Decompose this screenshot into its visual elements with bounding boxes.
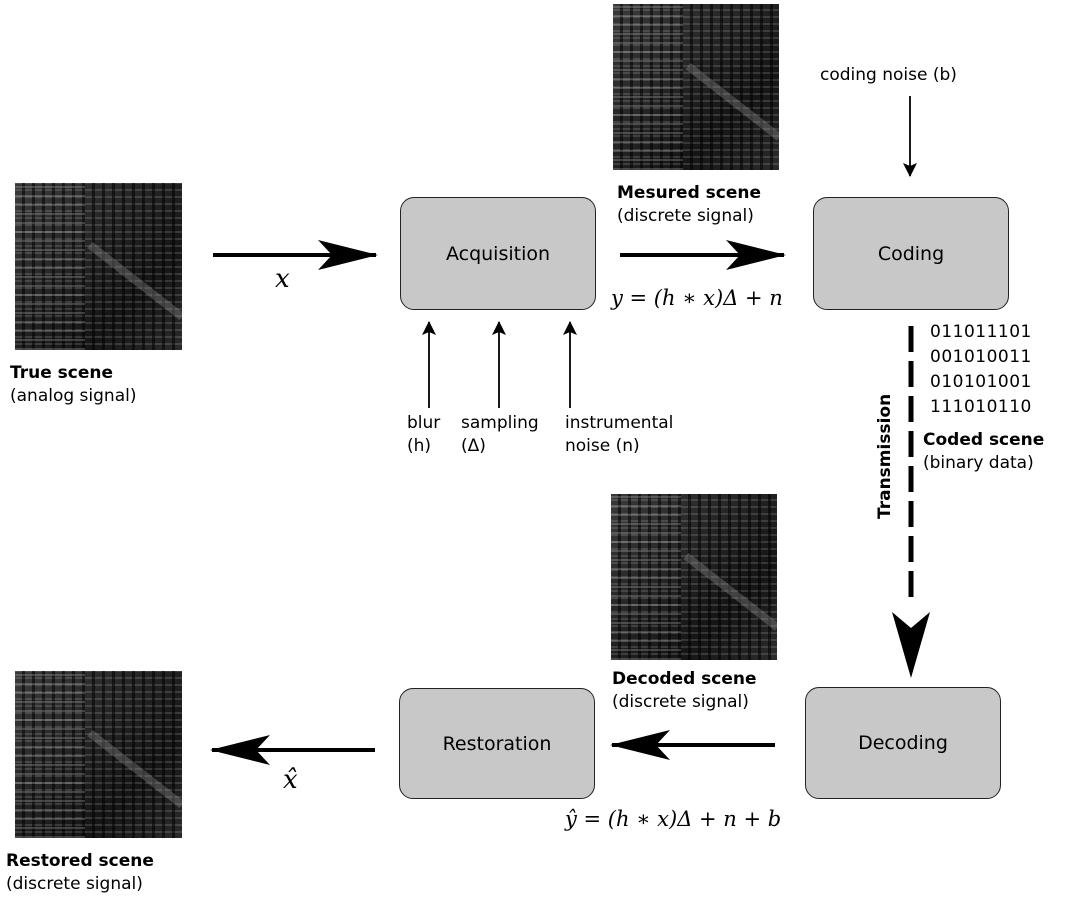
coded-scene-subtitle: (binary data) xyxy=(923,453,1034,473)
true-scene-title: True scene xyxy=(10,363,114,383)
restored-scene-image xyxy=(15,671,182,838)
transmission-label: Transmission xyxy=(875,393,895,519)
restored-scene-title: Restored scene xyxy=(6,851,154,871)
signal-y: y = (h ∗ x)Δ + n xyxy=(611,286,783,310)
true-scene-subtitle: (analog signal) xyxy=(10,386,137,406)
binary-line: 010101001 xyxy=(930,372,1032,392)
decoded-scene-image xyxy=(611,494,777,660)
blur-label: blur (h) xyxy=(407,412,440,458)
sampling-label-line2: (Δ) xyxy=(461,436,486,456)
coded-scene-label: Coded scene (binary data) xyxy=(923,429,1044,475)
sampling-label: sampling (Δ) xyxy=(461,412,539,458)
restored-scene-label: Restored scene (discrete signal) xyxy=(6,850,154,896)
binary-line: 111010110 xyxy=(930,397,1032,417)
decoded-scene-subtitle: (discrete signal) xyxy=(612,692,749,712)
transmission-arrowhead xyxy=(892,612,930,678)
measured-scene-subtitle: (discrete signal) xyxy=(617,206,754,226)
measured-scene-image xyxy=(613,4,779,170)
signal-x: x xyxy=(275,264,290,294)
acquisition-box: Acquisition xyxy=(400,197,596,310)
noise-label-line2: noise (n) xyxy=(565,436,640,456)
decoding-box: Decoding xyxy=(805,687,1001,799)
true-scene-image xyxy=(15,183,182,350)
coded-scene-title: Coded scene xyxy=(923,430,1045,450)
measured-scene-label: Mesured scene (discrete signal) xyxy=(617,182,761,228)
coding-box: Coding xyxy=(813,197,1009,310)
true-scene-label: True scene (analog signal) xyxy=(10,362,136,408)
noise-label: instrumental noise (n) xyxy=(565,412,673,458)
signal-x-hat: x̂ xyxy=(283,765,298,795)
restored-scene-subtitle: (discrete signal) xyxy=(6,874,143,894)
coding-noise-label: coding noise (b) xyxy=(820,65,957,85)
decoded-scene-title: Decoded scene xyxy=(612,669,757,689)
blur-label-line2: (h) xyxy=(407,436,432,456)
sampling-label-line1: sampling xyxy=(461,413,539,433)
binary-data: 011011101 001010011 010101001 111010110 xyxy=(930,320,1032,420)
signal-y-hat: ŷ = (h ∗ x)Δ + n + b xyxy=(565,807,782,831)
decoded-scene-label: Decoded scene (discrete signal) xyxy=(612,668,757,714)
binary-line: 001010011 xyxy=(930,347,1032,367)
noise-label-line1: instrumental xyxy=(565,413,674,433)
binary-line: 011011101 xyxy=(930,322,1032,342)
restoration-box: Restoration xyxy=(399,688,595,799)
measured-scene-title: Mesured scene xyxy=(617,183,762,203)
blur-label-line1: blur xyxy=(407,413,441,433)
